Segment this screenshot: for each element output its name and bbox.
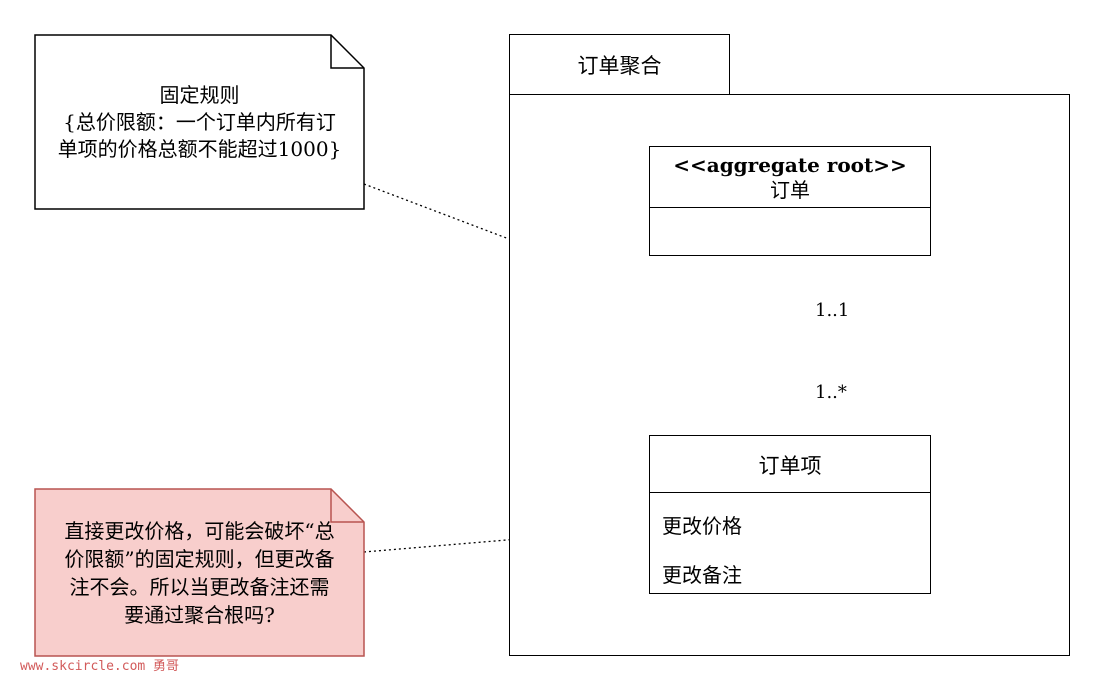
note-shape: [34, 488, 365, 657]
order-item-body: 更改价格 更改备注: [649, 492, 931, 594]
rule-note-link: [363, 183, 510, 240]
question-note: 直接更改价格，可能会破坏“总 价限额”的固定规则，但更改备 注不会。所以当更改备…: [34, 488, 365, 657]
aggregate-root-name: 订单: [770, 177, 810, 202]
aggregate-root-stereotype: <<aggregate root>>: [673, 152, 907, 177]
question-note-text: 直接更改价格，可能会破坏“总 价限额”的固定规则，但更改备 注不会。所以当更改备…: [38, 488, 361, 657]
watermark: www.skcircle.com 勇哥: [20, 659, 180, 674]
item-multiplicity: 1..*: [815, 382, 847, 403]
package-tab: 订单聚合: [509, 34, 730, 96]
question-note-line: 注不会。所以当更改备注还需: [69, 574, 330, 599]
order-item-name: 订单项: [758, 453, 822, 478]
aggregate-root-header: <<aggregate root>> 订单: [649, 146, 931, 209]
rule-note-line: {总价限额：一个订单内所有订: [63, 109, 336, 134]
rule-note-line: 固定规则: [159, 82, 240, 107]
question-note-line: 要通过聚合根吗?: [124, 602, 275, 627]
package-name: 订单聚合: [577, 54, 662, 78]
rule-note: 固定规则 {总价限额：一个订单内所有订 单项的价格总额不能超过1000}: [34, 34, 365, 210]
root-multiplicity: 1..1: [815, 300, 850, 321]
note-shape: [34, 34, 365, 210]
order-item-header: 订单项: [649, 435, 931, 494]
rule-note-line: 单项的价格总额不能超过1000}: [57, 136, 342, 161]
rule-note-text: 固定规则 {总价限额：一个订单内所有订 单项的价格总额不能超过1000}: [38, 34, 361, 210]
question-note-line: 价限额”的固定规则，但更改备: [64, 546, 335, 571]
method-change-price: 更改价格: [662, 514, 742, 538]
aggregate-root-body: [649, 207, 931, 256]
method-change-note: 更改备注: [662, 563, 742, 587]
question-note-line: 直接更改价格，可能会破坏“总: [64, 518, 335, 543]
